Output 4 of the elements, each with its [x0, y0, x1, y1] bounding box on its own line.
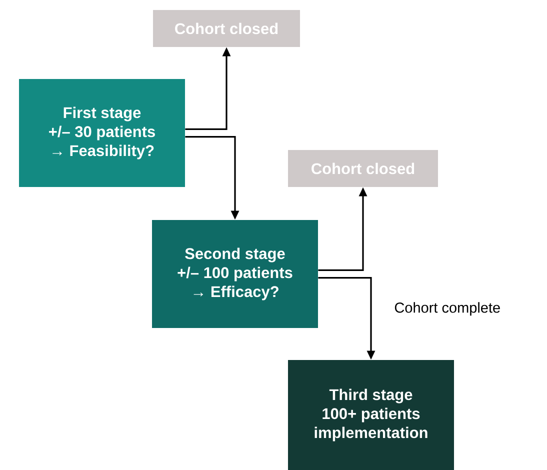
edge-label: Cohort complete — [393, 301, 502, 317]
stage-box: Third stage 100+ patients implementation — [288, 360, 454, 470]
stage-box: First stage +/– 30 patients → Feasibility? — [19, 79, 185, 187]
stage-box: Second stage +/– 100 patients → Efficacy? — [152, 220, 318, 328]
